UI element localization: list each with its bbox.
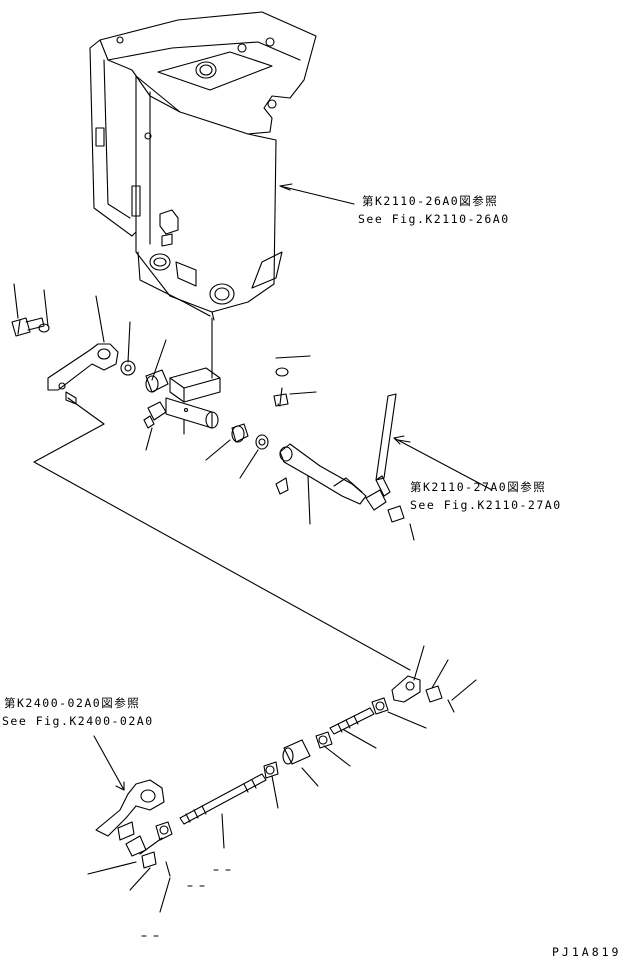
leader-line <box>280 186 354 204</box>
bushing-part <box>121 361 135 375</box>
shaft-part <box>166 398 218 428</box>
rod-part <box>366 394 410 522</box>
nut-mid-2 <box>316 732 332 748</box>
reference-en-3: See Fig.K2400-02A0 <box>2 714 154 728</box>
bolt-part-2 <box>274 388 288 406</box>
drawing-code: PJ1A819 <box>552 945 622 959</box>
grease-fitting <box>144 402 166 428</box>
leader-lines-lower <box>88 646 476 912</box>
leader-lines <box>14 284 492 670</box>
washer-part-2 <box>256 435 268 449</box>
bushing-part-2 <box>232 424 248 442</box>
threaded-rod <box>180 774 266 824</box>
arrow-head <box>280 184 292 190</box>
clevis-upper <box>392 676 420 702</box>
housing-assembly <box>90 12 316 320</box>
pin-lower <box>166 862 170 876</box>
rod-end-part <box>276 444 366 504</box>
nut-mid <box>264 762 278 778</box>
nut-upper <box>372 698 388 714</box>
threaded-stud <box>330 708 374 734</box>
washer-part <box>39 324 49 332</box>
reference-en-1: See Fig.K2110-26A0 <box>358 212 510 226</box>
block-part <box>170 368 220 402</box>
sleeve <box>283 740 310 764</box>
lower-lever <box>96 780 164 840</box>
lever-part <box>48 344 118 404</box>
reference-en-2: See Fig.K2110-27A0 <box>410 498 562 512</box>
pin-upper <box>448 700 454 712</box>
washer-part-3 <box>276 368 288 376</box>
collar-part <box>146 370 168 392</box>
nut-lower <box>156 822 172 840</box>
nut-upper-2 <box>426 686 442 702</box>
reference-jp-3: 第K2400-02A0図参照 <box>4 696 141 710</box>
reference-jp-2: 第K2110-27A0図参照 <box>410 480 547 494</box>
reference-jp-1: 第K2110-26A0図参照 <box>362 194 499 208</box>
bolt-part <box>12 318 44 336</box>
dash-marks <box>142 870 230 936</box>
